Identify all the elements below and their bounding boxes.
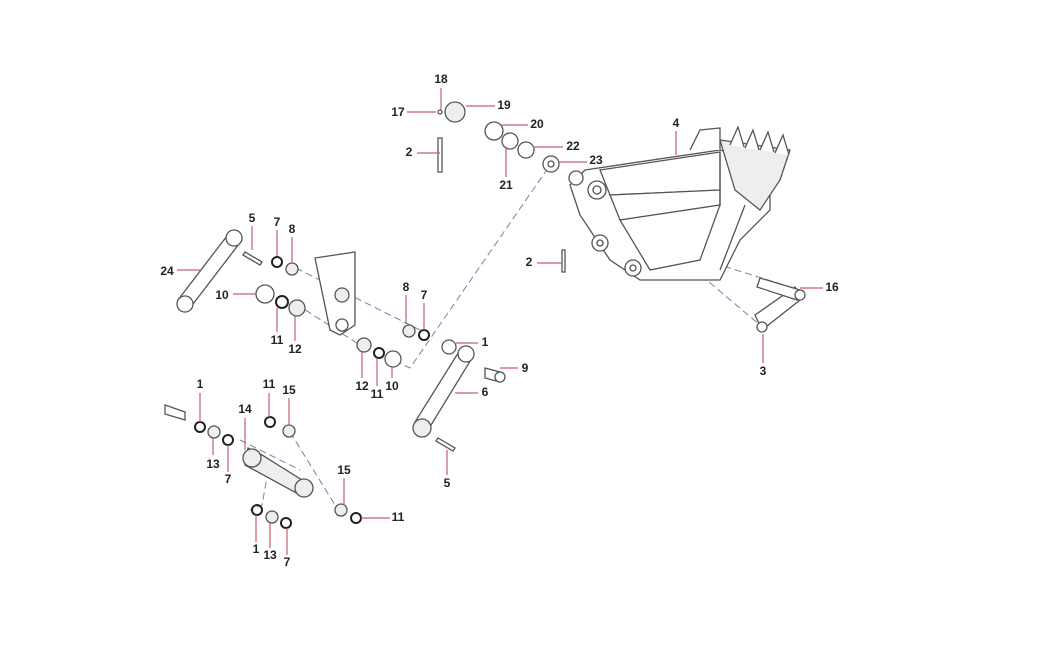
callout-2: 2 bbox=[526, 255, 533, 269]
callout-9: 9 bbox=[522, 361, 529, 375]
callout-24: 24 bbox=[160, 264, 174, 278]
callout-6: 6 bbox=[482, 385, 489, 399]
callout-20: 20 bbox=[530, 117, 544, 131]
callout-4: 4 bbox=[673, 116, 680, 130]
callout-11: 11 bbox=[263, 377, 276, 391]
callout-10: 10 bbox=[215, 288, 229, 302]
pins bbox=[164, 137, 806, 452]
rings bbox=[194, 101, 560, 529]
callout-21: 21 bbox=[499, 178, 513, 192]
callout-13: 13 bbox=[206, 457, 220, 471]
callout-5: 5 bbox=[249, 211, 256, 225]
callout-7: 7 bbox=[225, 472, 232, 486]
callout-12: 12 bbox=[288, 342, 302, 356]
callout-7: 7 bbox=[284, 555, 291, 569]
callout-12: 12 bbox=[355, 379, 369, 393]
callout-7: 7 bbox=[274, 215, 281, 229]
callout-8: 8 bbox=[289, 222, 296, 236]
callout-23: 23 bbox=[589, 153, 603, 167]
callout-labels: 18 17 19 20 2 22 23 21 4 5 7 8 24 2 16 1… bbox=[160, 72, 839, 569]
callout-11: 11 bbox=[371, 387, 384, 401]
callout-1: 1 bbox=[253, 542, 260, 556]
callout-1: 1 bbox=[482, 335, 489, 349]
callout-2: 2 bbox=[406, 145, 413, 159]
callout-15: 15 bbox=[337, 463, 351, 477]
callout-15: 15 bbox=[282, 383, 296, 397]
callout-3: 3 bbox=[760, 364, 767, 378]
callout-10: 10 bbox=[385, 379, 399, 393]
callout-18: 18 bbox=[434, 72, 448, 86]
callout-17: 17 bbox=[391, 105, 405, 119]
callout-1: 1 bbox=[197, 377, 204, 391]
callout-8: 8 bbox=[403, 280, 410, 294]
callout-7: 7 bbox=[421, 288, 428, 302]
callout-19: 19 bbox=[497, 98, 511, 112]
callout-5: 5 bbox=[444, 476, 451, 490]
callout-11: 11 bbox=[271, 333, 284, 347]
callout-16: 16 bbox=[825, 280, 839, 294]
callout-22: 22 bbox=[566, 139, 580, 153]
callout-11: 11 bbox=[392, 510, 405, 524]
leader-lines bbox=[177, 88, 823, 555]
callout-14: 14 bbox=[238, 402, 252, 416]
links bbox=[176, 229, 475, 498]
callout-13: 13 bbox=[263, 548, 277, 562]
bucket-part-4 bbox=[568, 125, 791, 281]
